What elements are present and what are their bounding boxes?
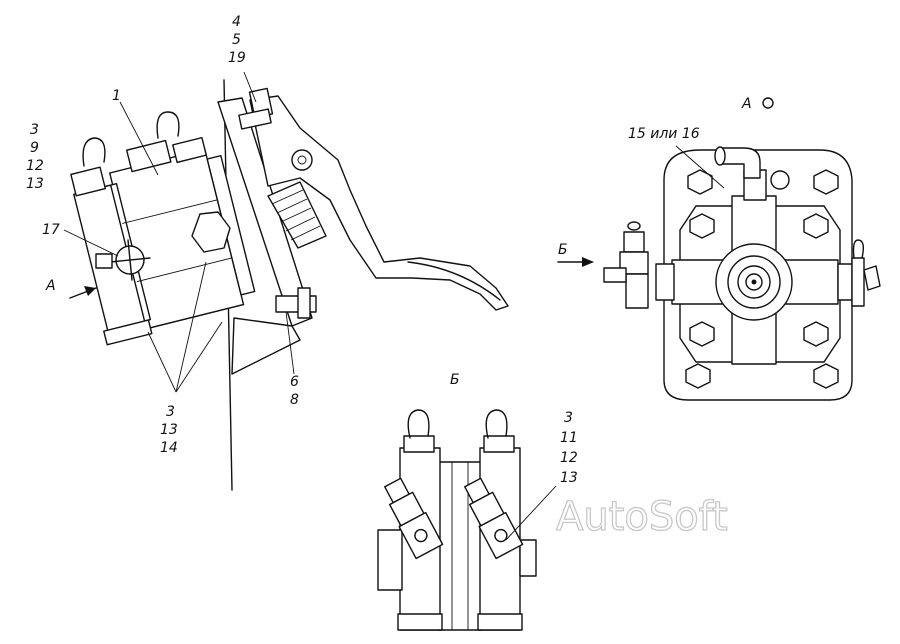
leader-4-5-19 (243, 71, 257, 103)
lower-bolt (297, 287, 311, 319)
b-left-fitting (384, 477, 444, 560)
flange-hex-tr (813, 169, 839, 195)
label-view-b-title: Б (450, 372, 460, 388)
label-view-a-title: А (741, 96, 752, 112)
rotation-symbol (762, 97, 774, 109)
inner-hex-br (803, 321, 829, 347)
svg-text:6: 6 (290, 374, 299, 390)
pedal-rubber-edge (407, 261, 501, 301)
leader-3-13-14-a (147, 331, 177, 393)
svg-text:13: 13 (26, 176, 44, 192)
leader-3-13-14-b (175, 261, 207, 393)
svg-text:3: 3 (166, 404, 175, 420)
fitting-17 (95, 239, 151, 281)
top-right-plug (770, 170, 790, 190)
body-hex-nut (191, 211, 231, 253)
right-port-nut (837, 263, 853, 301)
main-side-view: 4 5 19 1 3 9 12 13 17 А 3 13 14 6 8 (26, 14, 509, 491)
svg-text:3: 3 (564, 410, 573, 426)
b-left-bottom (397, 613, 443, 631)
label-right-group: 6 8 (290, 374, 299, 408)
label-view-b-group: 3 11 12 13 (560, 410, 578, 486)
svg-text:11: 11 (560, 430, 578, 446)
pedal-pivot (291, 149, 313, 171)
center-dot (751, 279, 757, 285)
svg-text:3: 3 (30, 122, 39, 138)
b-left-hose-loop (407, 409, 430, 439)
leader-15-16 (675, 145, 725, 189)
flange-hex-tl (687, 169, 713, 195)
svg-text:5: 5 (232, 32, 241, 48)
pedal-pivot-pin (297, 155, 307, 165)
flange-hex-br (813, 363, 839, 389)
b-right-bottom (477, 613, 523, 631)
center-ring-1 (727, 255, 781, 309)
inner-hex-tl (689, 213, 715, 239)
elbow-end (714, 146, 726, 166)
label-part-1: 1 (112, 88, 121, 104)
upper-nut (238, 108, 272, 130)
label-left-group: 3 9 12 13 (26, 122, 44, 192)
svg-text:19: 19 (228, 50, 246, 66)
pedal-lever (249, 95, 509, 311)
b-right-fitting (464, 477, 524, 560)
right-fitting (851, 239, 881, 307)
b-right-hose-loop (485, 409, 508, 439)
label-part-15-16: 15 или 16 (628, 126, 700, 142)
inner-hex-tr (803, 213, 829, 239)
inner-hex-bl (689, 321, 715, 347)
plate-lower-bracket (231, 317, 301, 375)
svg-text:9: 9 (30, 140, 39, 156)
label-bottom-group: 3 13 14 (160, 404, 178, 456)
svg-text:12: 12 (26, 158, 44, 174)
leader-1 (119, 101, 159, 176)
watermark-text: AutoSoft (556, 494, 728, 540)
arrow-a-head (84, 286, 96, 296)
left-fitting (603, 221, 649, 309)
mounting-plate (217, 97, 313, 327)
leader-3-13-14-c (175, 321, 223, 393)
label-arrow-b: Б (558, 242, 568, 258)
arrow-b-head (582, 257, 594, 267)
center-ring-2 (737, 265, 771, 299)
b-left-top-nut (403, 435, 435, 453)
svg-text:4: 4 (232, 14, 241, 30)
svg-text:14: 14 (160, 440, 178, 456)
leader-b-group (505, 485, 557, 541)
b-right-top-nut (483, 435, 515, 453)
hose-loop-center (156, 111, 180, 139)
view-b: Б 3 11 12 13 (377, 372, 578, 631)
label-top-group: 4 5 19 (228, 14, 246, 66)
b-right-boss (519, 539, 537, 577)
svg-text:13: 13 (560, 470, 578, 486)
left-port-nut (655, 263, 675, 301)
svg-text:12: 12 (560, 450, 578, 466)
center-ring-3 (745, 273, 763, 291)
leader-6-8 (285, 311, 295, 375)
label-part-17: 17 (42, 222, 60, 238)
view-a: А 15 или 16 Б (557, 96, 881, 401)
leader-17 (63, 229, 119, 257)
hose-loop-left (82, 137, 106, 167)
flange-hex-bl (685, 363, 711, 389)
pedal-bellows (267, 181, 327, 249)
svg-text:13: 13 (160, 422, 178, 438)
elbow-pipe (721, 147, 761, 179)
svg-text:8: 8 (290, 392, 299, 408)
b-left-boss (377, 529, 403, 591)
label-arrow-a: А (45, 278, 56, 294)
